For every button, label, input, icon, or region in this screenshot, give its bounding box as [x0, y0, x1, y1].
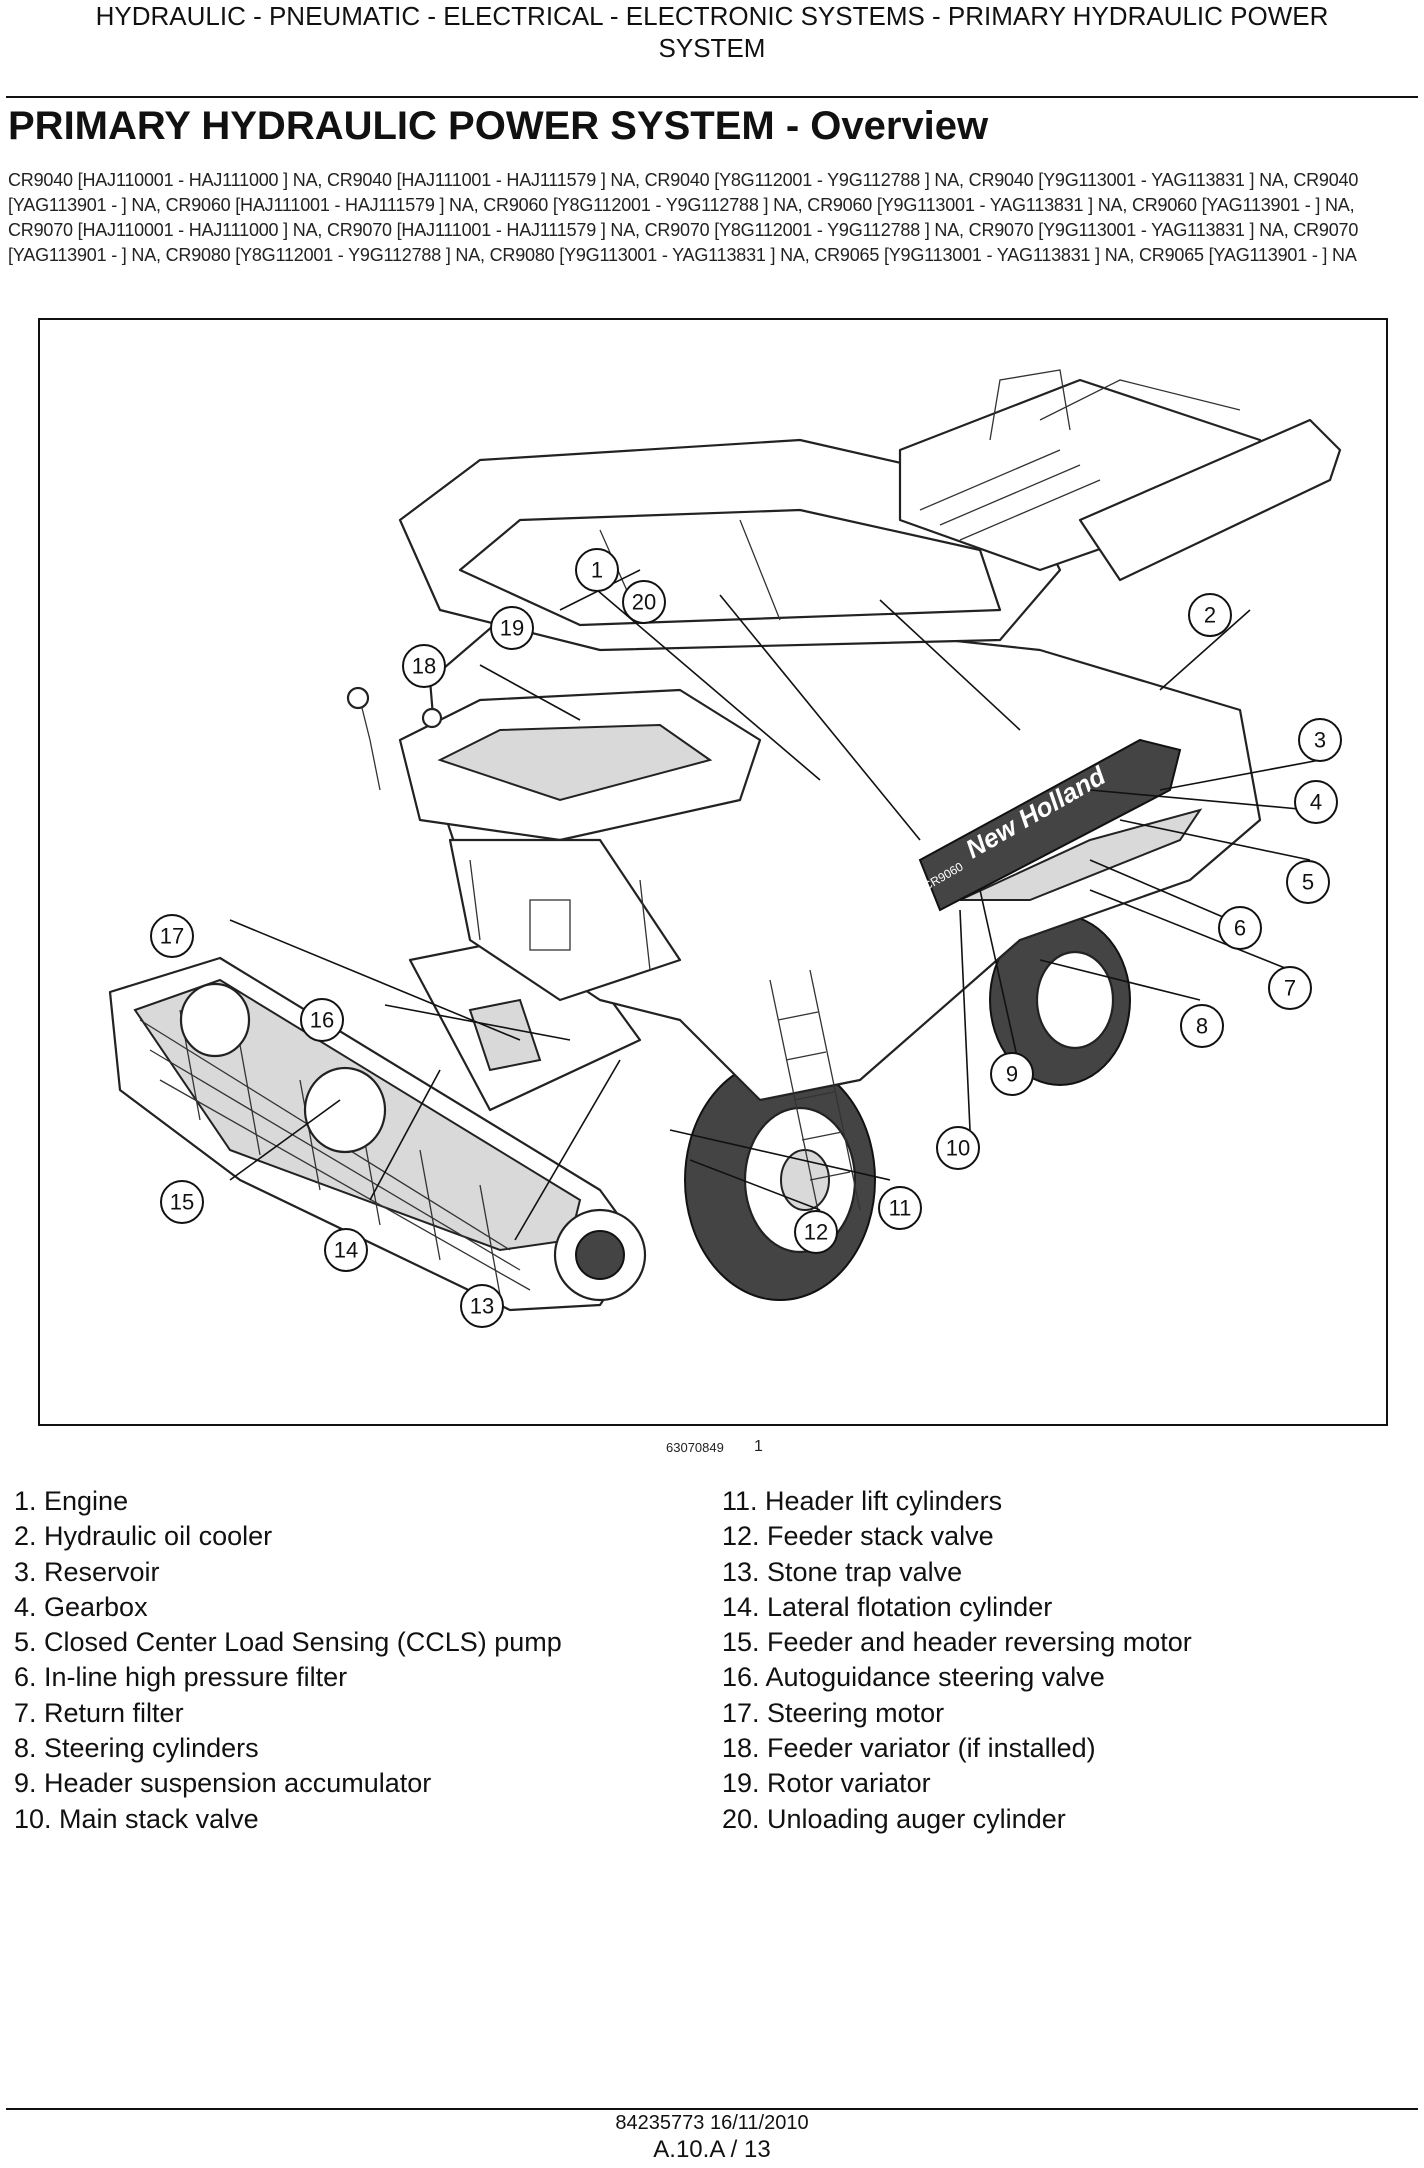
callout-12: 12	[794, 1210, 838, 1254]
running-header: HYDRAULIC - PNEUMATIC - ELECTRICAL - ELE…	[0, 0, 1424, 64]
legend-item: 4. Gearbox	[14, 1591, 148, 1622]
combine-harvester-illustration: New Holland CR9060	[108, 369, 1342, 1328]
legend-item: 8. Steering cylinders	[14, 1733, 259, 1764]
grain-tank	[398, 438, 1062, 652]
callout-3: 3	[1298, 718, 1342, 762]
callout-20: 20	[622, 580, 666, 624]
legend-item: 1. Engine	[14, 1486, 129, 1516]
legend-item: 7. Return filter	[14, 1697, 184, 1728]
legend-item: 3. Reservoir	[14, 1556, 160, 1587]
callout-18: 18	[402, 644, 446, 688]
callout-10: 10	[936, 1126, 980, 1170]
svg-text:6: 6	[1234, 916, 1246, 941]
callout-8: 8	[1180, 1004, 1224, 1048]
callout-6: 6	[1218, 906, 1262, 950]
operator-cab	[346, 686, 762, 1002]
legend-item: 16. Autoguidance steering valve	[722, 1662, 1105, 1693]
svg-text:18: 18	[412, 654, 436, 679]
unloading-auger	[1078, 418, 1342, 582]
svg-text:14: 14	[334, 1238, 358, 1263]
callout-2: 2	[1188, 593, 1232, 637]
legend-list-left: 1. Engine 2. Hydraulic oil cooler 3. Res…	[14, 1484, 562, 1837]
svg-text:10: 10	[946, 1136, 970, 1161]
svg-text:5: 5	[1302, 870, 1314, 895]
figure-reference-id: 63070849	[666, 1440, 724, 1455]
callout-16: 16	[300, 998, 344, 1042]
svg-text:13: 13	[470, 1294, 494, 1319]
page-title: PRIMARY HYDRAULIC POWER SYSTEM - Overvie…	[8, 104, 989, 148]
legend-item: 18. Feeder variator (if installed)	[722, 1733, 1096, 1764]
legend-item: 10. Main stack valve	[14, 1803, 259, 1834]
legend-item: 20. Unloading auger cylinder	[722, 1803, 1066, 1834]
callout-4: 4	[1294, 780, 1338, 824]
legend-item: 12. Feeder stack valve	[722, 1521, 994, 1552]
svg-text:3: 3	[1314, 728, 1326, 753]
header-platform	[108, 956, 647, 1312]
svg-text:8: 8	[1196, 1014, 1208, 1039]
callout-9: 9	[990, 1052, 1034, 1096]
legend-item: 15. Feeder and header reversing motor	[722, 1627, 1192, 1658]
legend-item: 5. Closed Center Load Sensing (CCLS) pum…	[14, 1627, 562, 1658]
svg-text:4: 4	[1310, 790, 1322, 815]
callout-1: 1	[575, 548, 619, 592]
legend-item: 6. In-line high pressure filter	[14, 1662, 348, 1693]
callout-14: 14	[324, 1228, 368, 1272]
header-rule	[6, 96, 1418, 98]
svg-text:11: 11	[889, 1196, 912, 1221]
svg-text:20: 20	[632, 590, 656, 615]
legend-item: 19. Rotor variator	[722, 1768, 931, 1799]
svg-text:15: 15	[170, 1190, 194, 1215]
legend-item: 11. Header lift cylinders	[722, 1486, 1003, 1516]
callout-15: 15	[160, 1180, 204, 1224]
legend-item: 17. Steering motor	[722, 1697, 945, 1728]
callout-13: 13	[460, 1284, 504, 1328]
running-header-line-2: SYSTEM	[658, 33, 766, 63]
footer-page-reference: A.10.A / 13	[653, 2136, 771, 2163]
legend-item: 2. Hydraulic oil cooler	[14, 1521, 273, 1552]
callout-19: 19	[490, 606, 534, 650]
callout-17: 17	[150, 914, 194, 958]
legend-list-right: 11. Header lift cylinders 12. Feeder sta…	[722, 1484, 1192, 1837]
callout-5: 5	[1286, 860, 1330, 904]
figure-frame: New Holland CR9060	[38, 318, 1388, 1426]
svg-text:19: 19	[500, 616, 524, 641]
svg-text:9: 9	[1006, 1062, 1018, 1087]
callout-11: 11	[878, 1186, 922, 1230]
running-header-line-1: HYDRAULIC - PNEUMATIC - ELECTRICAL - ELE…	[95, 1, 1329, 31]
footer-document-reference: 84235773 16/11/2010	[615, 2112, 809, 2134]
svg-text:2: 2	[1204, 603, 1216, 628]
legend-item: 14. Lateral flotation cylinder	[722, 1591, 1053, 1622]
rear-wheel	[989, 914, 1131, 1086]
svg-text:16: 16	[310, 1008, 334, 1033]
legend-item: 13. Stone trap valve	[722, 1556, 963, 1587]
callout-7: 7	[1268, 966, 1312, 1010]
figure-number: 1	[754, 1438, 763, 1455]
svg-text:7: 7	[1284, 976, 1296, 1001]
svg-text:12: 12	[804, 1220, 828, 1245]
svg-text:17: 17	[160, 924, 184, 949]
applicability-text: CR9040 [HAJ110001 - HAJ111000 ] NA, CR90…	[8, 170, 1359, 265]
ladder	[769, 969, 861, 1221]
svg-text:1: 1	[591, 558, 603, 583]
footer-rule	[6, 2108, 1418, 2110]
legend-item: 9. Header suspension accumulator	[14, 1768, 432, 1799]
